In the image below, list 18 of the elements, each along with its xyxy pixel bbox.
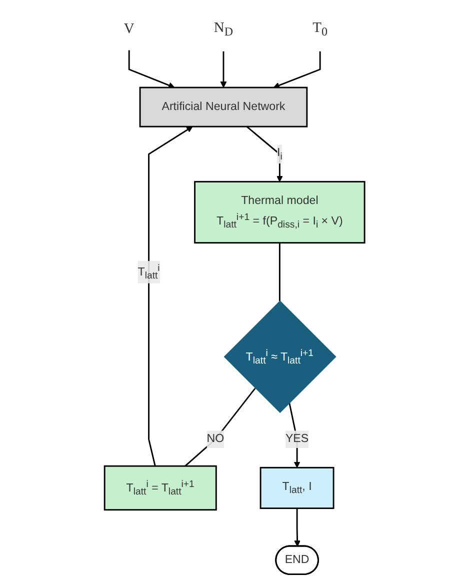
node-text: T$_{0}$ [312,20,328,38]
arrow [246,126,282,182]
node-text: N$_{D}$ [214,20,233,38]
connector [278,242,280,302]
edge-label: NO [206,432,224,446]
arrow [148,126,192,466]
edge-label: I$_{i}$ [276,146,282,162]
node-box: T$_{latt}$, I [259,466,334,509]
arrow [220,51,226,88]
node-text: V [124,20,134,37]
arrow [272,51,320,88]
connector [184,388,256,467]
arrow [128,50,174,88]
arrow [288,402,300,468]
node-box: Thermal model T$_{latt}$$^{i+1}$ = f(P$_{diss,i}$ = I$_{i}$ × V) [194,180,365,244]
arrow [294,508,300,547]
node-box: Artificial Neural Network [138,86,308,128]
edge-label: YES [285,432,308,446]
